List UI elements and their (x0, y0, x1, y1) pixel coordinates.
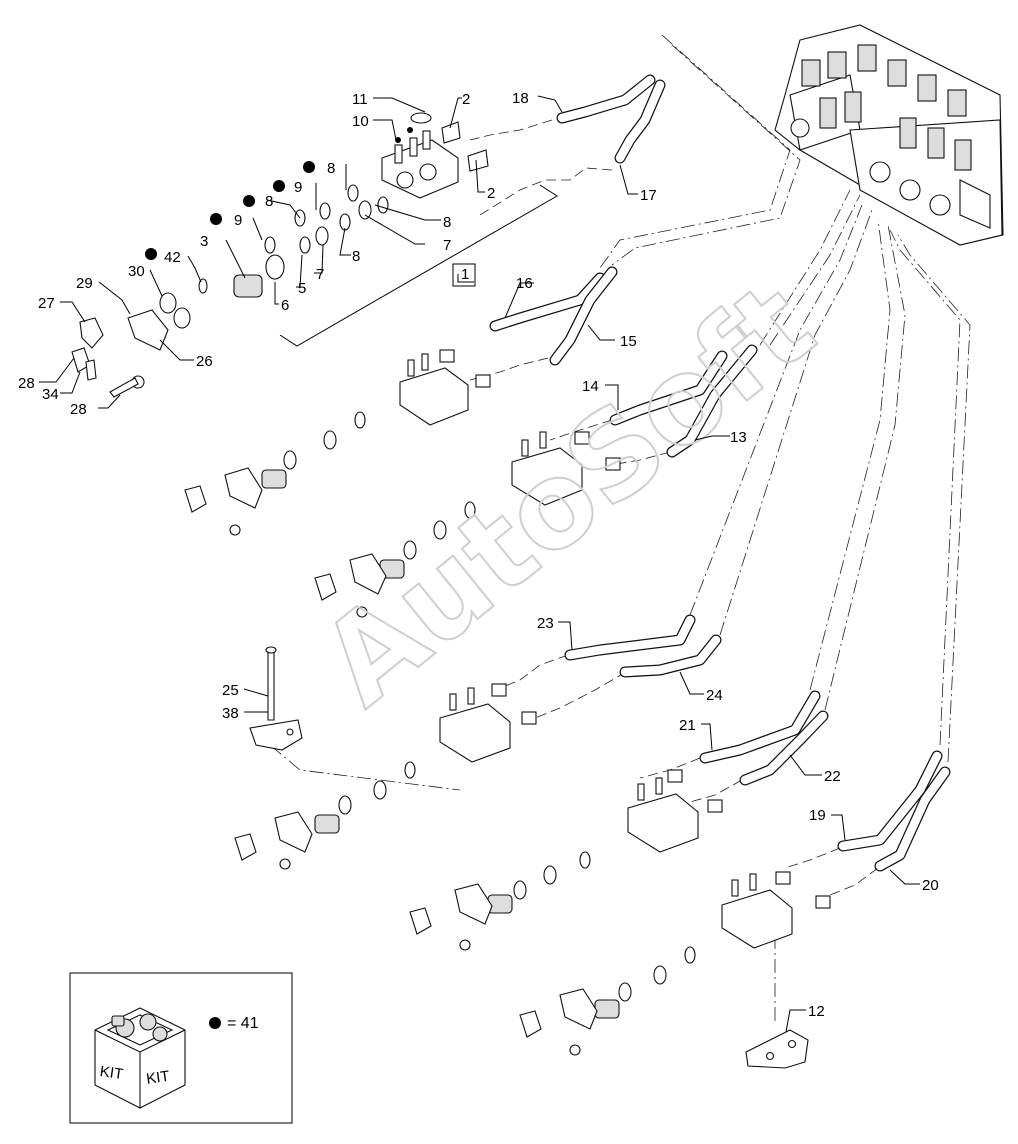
valve-section-5 (409, 769, 723, 951)
label-15: 15 (620, 333, 637, 350)
label-9-b: 9 (234, 212, 242, 229)
kit-dot (303, 161, 315, 173)
label-34: 34 (42, 386, 59, 403)
assembly-1-box (452, 263, 476, 287)
label-18: 18 (512, 90, 529, 107)
valve-section-2 (184, 349, 491, 536)
label-8-c: 8 (265, 193, 273, 210)
label-7-b: 7 (316, 266, 324, 283)
label-2-lower: 2 (487, 185, 495, 202)
valve-section-6 (519, 871, 831, 1056)
part-labels: 11 10 2 2 18 17 8 8 9 7 8 8 9 7 5 3 6 42… (18, 90, 939, 1020)
leader-lines (39, 95, 920, 1033)
label-24: 24 (706, 687, 723, 704)
label-12: 12 (808, 1003, 825, 1020)
label-5: 5 (298, 280, 306, 297)
valve-section-3 (314, 431, 621, 618)
label-27: 27 (38, 295, 55, 312)
label-14: 14 (582, 378, 599, 395)
kit-markers (145, 161, 315, 260)
label-8-b: 8 (443, 214, 451, 231)
connection-lines (269, 34, 971, 1025)
kit-word-left: KIT (99, 1063, 124, 1083)
brackets (249, 646, 809, 1069)
label-22: 22 (824, 768, 841, 785)
label-21: 21 (679, 717, 696, 734)
label-3: 3 (200, 233, 208, 250)
label-42: 42 (164, 249, 181, 266)
label-25: 25 (222, 682, 239, 699)
label-8-a: 8 (327, 160, 335, 177)
label-16: 16 (516, 275, 533, 292)
control-valve-bank (774, 24, 1004, 246)
label-38: 38 (222, 705, 239, 722)
kit-legend: KIT KIT = 41 (69, 972, 293, 1124)
label-2-top: 2 (462, 91, 470, 108)
label-9-a: 9 (294, 179, 302, 196)
label-20: 20 (922, 877, 939, 894)
kit-dot (145, 248, 157, 260)
label-6: 6 (281, 297, 289, 314)
valve-section-4 (234, 683, 537, 870)
label-8-d: 8 (352, 248, 360, 265)
label-28-a: 28 (18, 375, 35, 392)
kit-word-right: KIT (145, 1068, 170, 1088)
label-30: 30 (128, 263, 145, 280)
kit-legend-dot (209, 1017, 221, 1029)
label-28-b: 28 (70, 401, 87, 418)
kit-dot (210, 213, 222, 225)
valve-section-detailed (71, 112, 489, 398)
label-29: 29 (76, 275, 93, 292)
label-17: 17 (640, 187, 657, 204)
label-11: 11 (352, 91, 368, 108)
kit-dot (243, 195, 255, 207)
watermark: AutoSoft (296, 255, 839, 731)
label-10: 10 (352, 113, 369, 130)
label-13: 13 (730, 429, 747, 446)
hydraulic-tubes (489, 74, 951, 872)
label-1: 1 (461, 266, 469, 283)
kit-dot (273, 180, 285, 192)
label-19: 19 (809, 807, 826, 824)
label-23: 23 (537, 615, 554, 632)
assembly-outline-1 (279, 184, 558, 347)
kit-legend-text: = 41 (227, 1015, 259, 1032)
label-26: 26 (196, 353, 213, 370)
label-7-a: 7 (443, 237, 451, 254)
